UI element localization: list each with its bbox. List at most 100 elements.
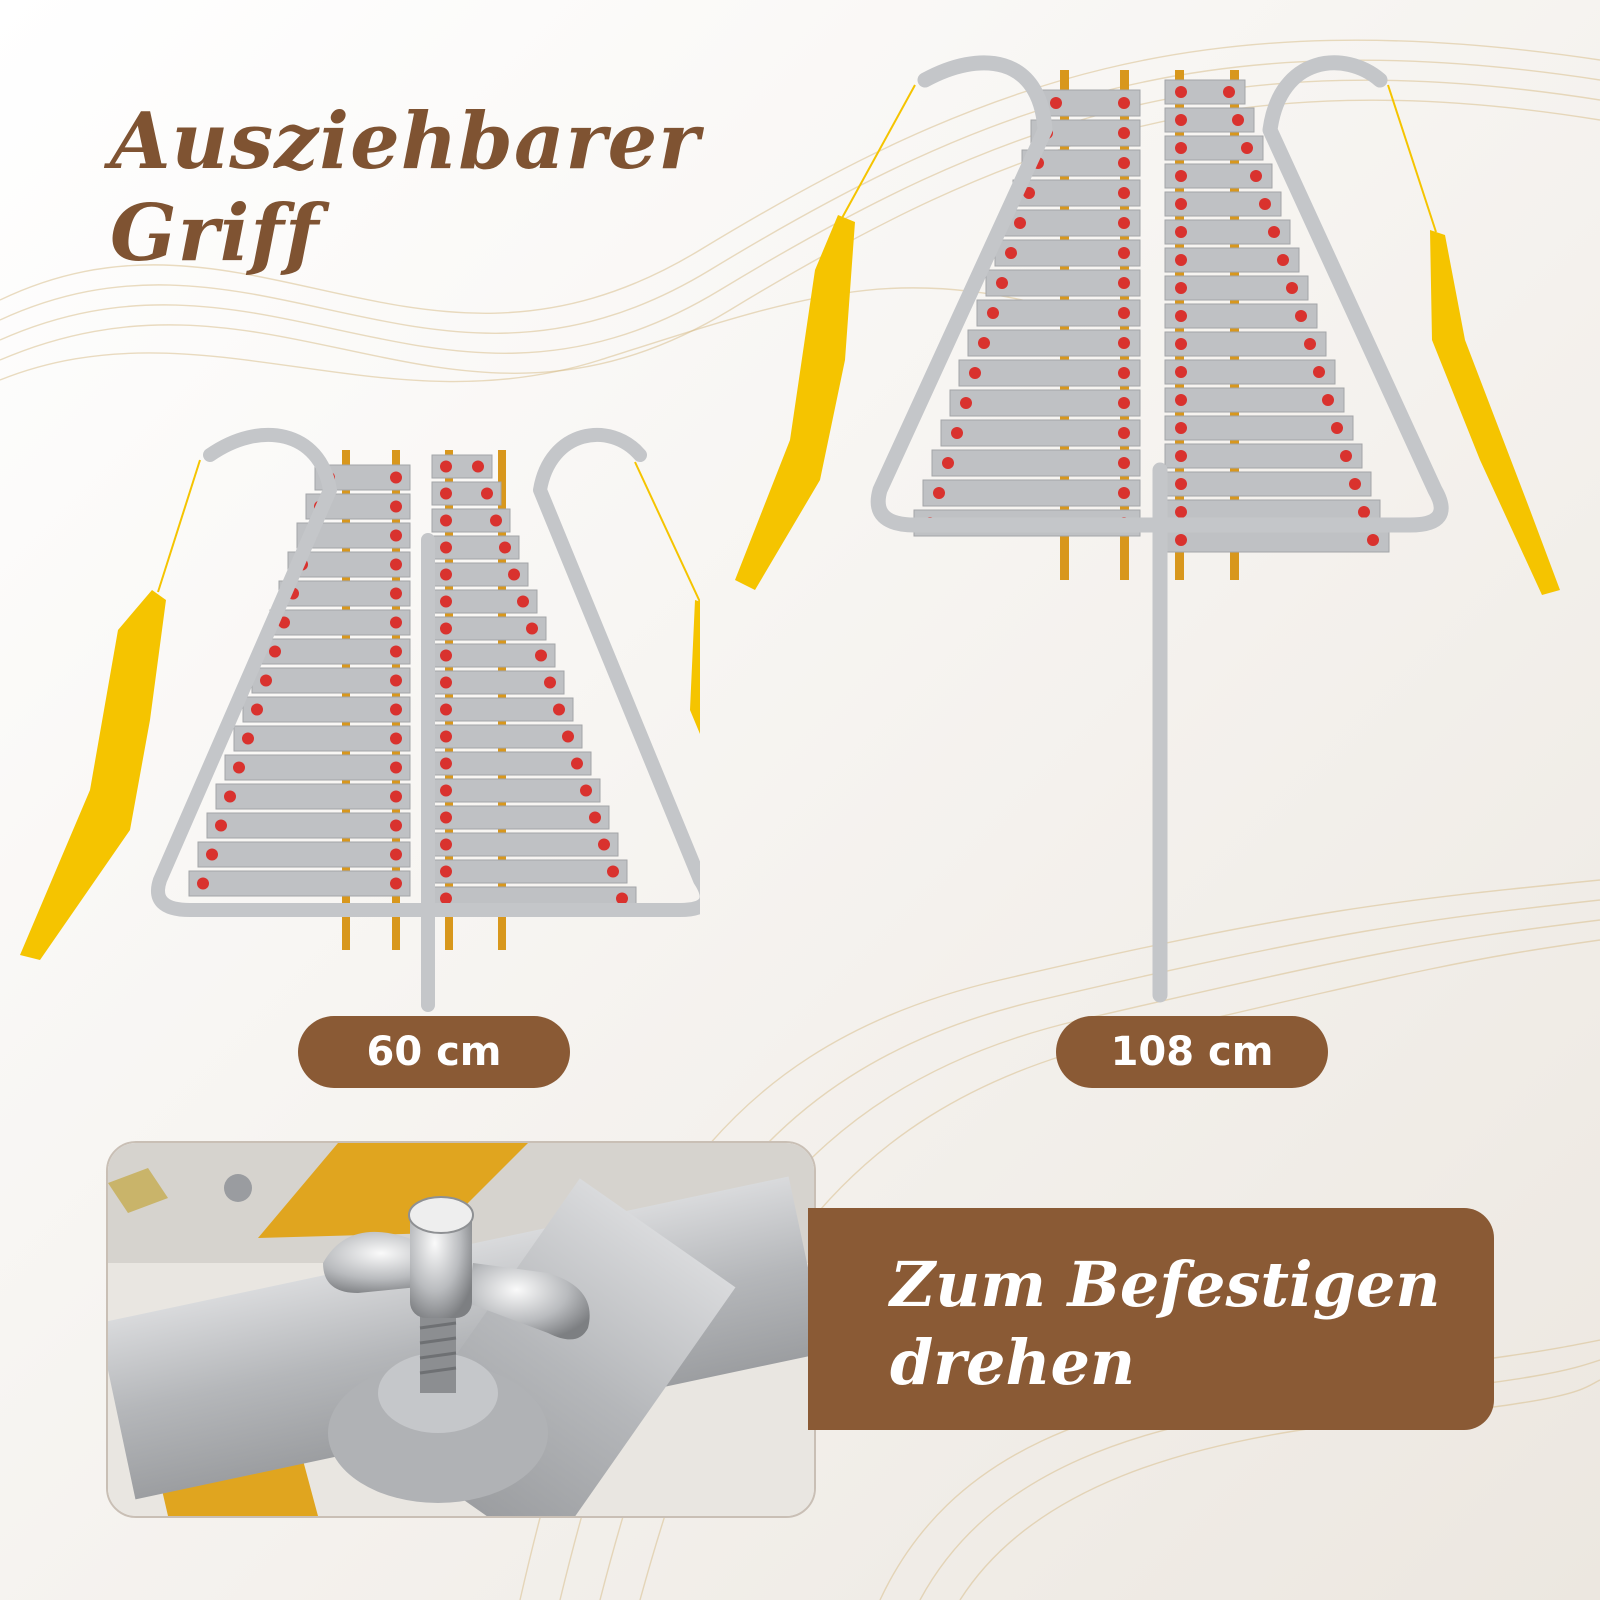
bolt <box>526 622 538 635</box>
bolt <box>1250 170 1262 182</box>
bolt <box>1118 307 1130 319</box>
tone-bar <box>1164 359 1336 385</box>
bolt <box>390 529 402 542</box>
wing-screw-closeup-image <box>106 1141 816 1518</box>
bolt <box>1175 310 1187 322</box>
bolt <box>390 732 402 745</box>
bolt <box>1223 86 1235 98</box>
bolt <box>1118 187 1130 199</box>
bolt <box>390 616 402 629</box>
tone-bar <box>940 419 1141 447</box>
bolt <box>1259 198 1271 210</box>
tone-bar <box>251 667 411 694</box>
bolt <box>440 541 452 554</box>
tone-bar <box>224 754 411 781</box>
bolt <box>197 877 209 890</box>
bolt <box>1118 427 1130 439</box>
bolt <box>562 730 574 743</box>
tone-bar <box>1164 415 1354 441</box>
bolt <box>978 337 990 349</box>
bolt <box>1277 254 1289 266</box>
size-badge-60cm: 60 cm <box>298 1016 570 1088</box>
bolt <box>1118 247 1130 259</box>
bolt <box>969 367 981 379</box>
bolt <box>390 471 402 484</box>
tone-bar <box>1164 331 1327 357</box>
bolt <box>508 568 520 581</box>
tone-bar <box>431 832 619 857</box>
tone-bar <box>922 479 1141 507</box>
tone-bar <box>278 580 411 607</box>
bolt <box>616 892 628 905</box>
bolt <box>440 865 452 878</box>
bolt <box>1005 247 1017 259</box>
bolt <box>206 848 218 861</box>
bolt <box>440 784 452 797</box>
tone-bar <box>994 239 1141 267</box>
bolt <box>1175 366 1187 378</box>
bolt <box>440 757 452 770</box>
bolt <box>571 757 583 770</box>
bolt <box>1175 170 1187 182</box>
tone-bar <box>269 609 411 636</box>
bolt <box>440 730 452 743</box>
bolt <box>440 676 452 689</box>
caption-box: Zum Befestigen drehen <box>808 1208 1494 1430</box>
tone-bar <box>431 751 592 776</box>
bolt <box>598 838 610 851</box>
tone-bar <box>1164 387 1345 413</box>
bolt <box>1175 254 1187 266</box>
bolt <box>1241 142 1253 154</box>
bolt <box>242 732 254 745</box>
bolt <box>440 703 452 716</box>
caption-line-1: Zum Befestigen <box>890 1248 1441 1321</box>
bolt <box>1023 187 1035 199</box>
bolt <box>390 761 402 774</box>
tone-bar <box>431 508 511 533</box>
bolt <box>1295 310 1307 322</box>
tone-bar <box>431 697 574 722</box>
bolt <box>440 514 452 527</box>
bolt <box>390 790 402 803</box>
tone-bar <box>1164 247 1300 273</box>
bolt <box>1175 282 1187 294</box>
tone-bar <box>1164 471 1372 497</box>
closeup-illustration <box>108 1143 814 1516</box>
bolt <box>1175 198 1187 210</box>
bolt <box>390 819 402 832</box>
headline: Ausziehbarer Griff <box>110 96 700 280</box>
tone-bar <box>215 783 411 810</box>
tone-bar <box>233 725 411 752</box>
tone-bar <box>1003 209 1141 237</box>
bolt <box>1349 478 1361 490</box>
bolt <box>1175 506 1187 518</box>
bolt <box>251 703 263 716</box>
bolt <box>1118 367 1130 379</box>
bolt <box>517 595 529 608</box>
tone-bar <box>1164 275 1309 301</box>
bolt <box>1313 366 1325 378</box>
bolt <box>490 514 502 527</box>
tone-bar <box>242 696 411 723</box>
tone-bar <box>197 841 411 868</box>
tone-bar <box>1164 303 1318 329</box>
bolt <box>390 877 402 890</box>
bolt <box>440 838 452 851</box>
bolt <box>1367 534 1379 546</box>
bolt <box>440 649 452 662</box>
bolt <box>440 595 452 608</box>
bolt <box>607 865 619 878</box>
bolt <box>1340 450 1352 462</box>
bolt <box>499 541 511 554</box>
bolt <box>440 892 452 905</box>
bolt <box>1175 422 1187 434</box>
bolt <box>1175 86 1187 98</box>
bolt <box>1175 142 1187 154</box>
bolt <box>960 397 972 409</box>
bolt <box>1358 506 1370 518</box>
bolt <box>580 784 592 797</box>
bolt <box>390 848 402 861</box>
bolt <box>951 427 963 439</box>
tone-bar <box>1164 443 1363 469</box>
bolt <box>215 819 227 832</box>
